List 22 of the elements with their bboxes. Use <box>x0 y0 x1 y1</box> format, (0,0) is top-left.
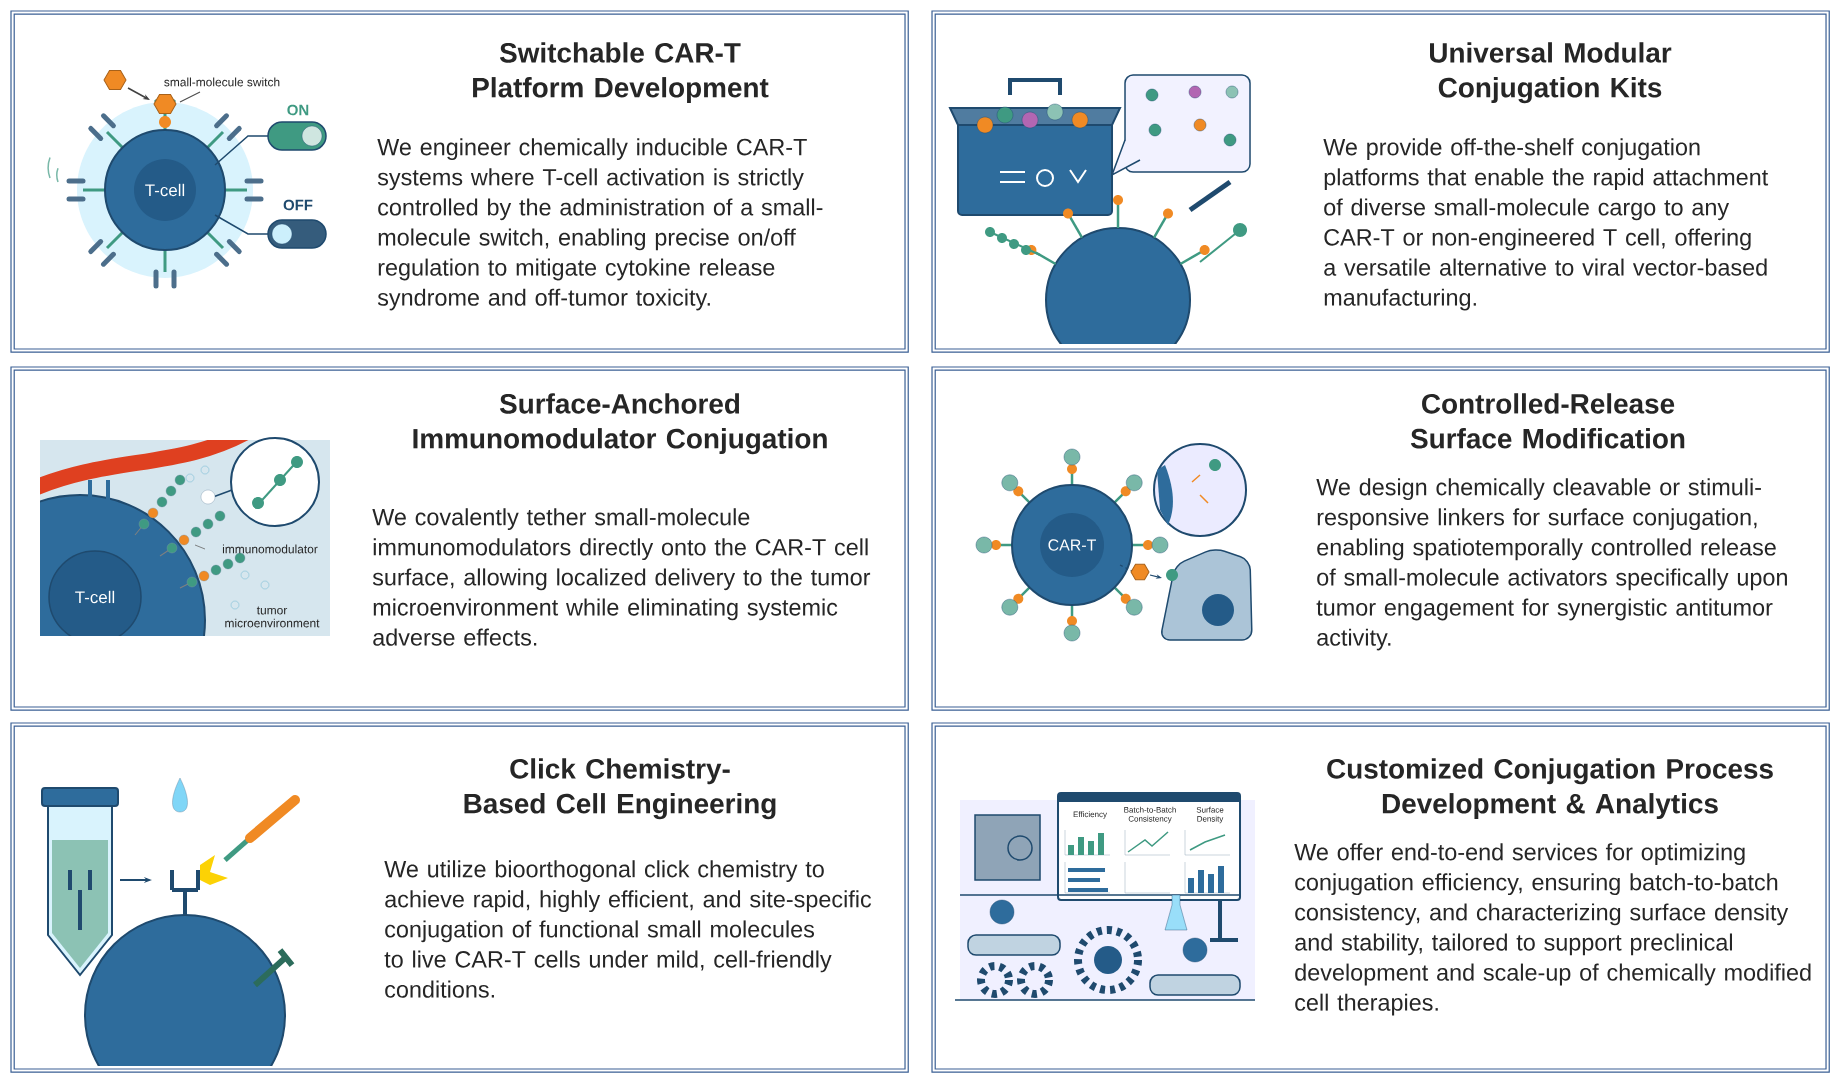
label-text: CAR-T <box>1048 539 1096 551</box>
card-description: We utilize bioorthogonal click chemistry to achieve rapid, highly efficient, and site-specific conjugation of functional small molecules to live CAR-T cells under mild, cell-friendly conditions. <box>384 860 872 998</box>
service-card <box>10 10 909 353</box>
card-title: Surface-Anchored Immunomodulator Conjugation <box>413 393 827 455</box>
card-title: Controlled-Release Surface Modification <box>1410 393 1685 449</box>
label-text: T-cell <box>145 183 185 197</box>
card-description: We design chemically cleavable or stimuli-responsive linkers for surface conjugation, enabling spatiotemporally controlled release of small-molecule activators specifically upon tumor engagement for synergistic antitumor activity. <box>1316 478 1787 651</box>
card-title: Customized Conjugation Process Development & Analytics <box>1327 758 1773 820</box>
card-title: Universal Modular Conjugation Kits <box>1430 42 1672 104</box>
card-description: We covalently tether small-molecule immunomodulators directly onto the CAR-T cell surface, allowing localized delivery to the tumor microenvironment while eliminating systemic adverse effects. <box>372 508 871 646</box>
card-description: We engineer chemically inducible CAR-T systems where T-cell activation is strictly controlled by the administration of a small-molecule switch, enabling precise on/off regulation to mitigate cytokine release syndrome and off-tumor toxicity. <box>377 138 823 311</box>
service-card <box>931 366 1830 711</box>
label-text: tumor microenvironment <box>225 606 320 628</box>
label-text: small-molecule switch <box>164 77 280 87</box>
label-text: OFF <box>283 199 313 211</box>
card-title: Switchable CAR-T Platform Development <box>473 42 769 104</box>
label-text: ON <box>287 104 309 116</box>
label-text: T-cell <box>75 590 115 604</box>
card-description: We offer end-to-end services for optimizing conjugation efficiency, ensuring batch-to-batch consistency, and characterizing surface density and stability, tailored to support preclinical development and scale-up of chemically modified cell therapies. <box>1294 843 1811 1016</box>
card-description: We provide off-the-shelf conjugation platforms that enable the rapid attachment of diverse small-molecule cargo to any CAR-T or non-engineered T cell, offering a versatile alternative to viral vector-based manufacturing. <box>1323 138 1769 311</box>
label-text: immunomodulator <box>222 544 318 554</box>
card-title: Click Chemistry-Based Cell Engineering <box>464 758 776 820</box>
